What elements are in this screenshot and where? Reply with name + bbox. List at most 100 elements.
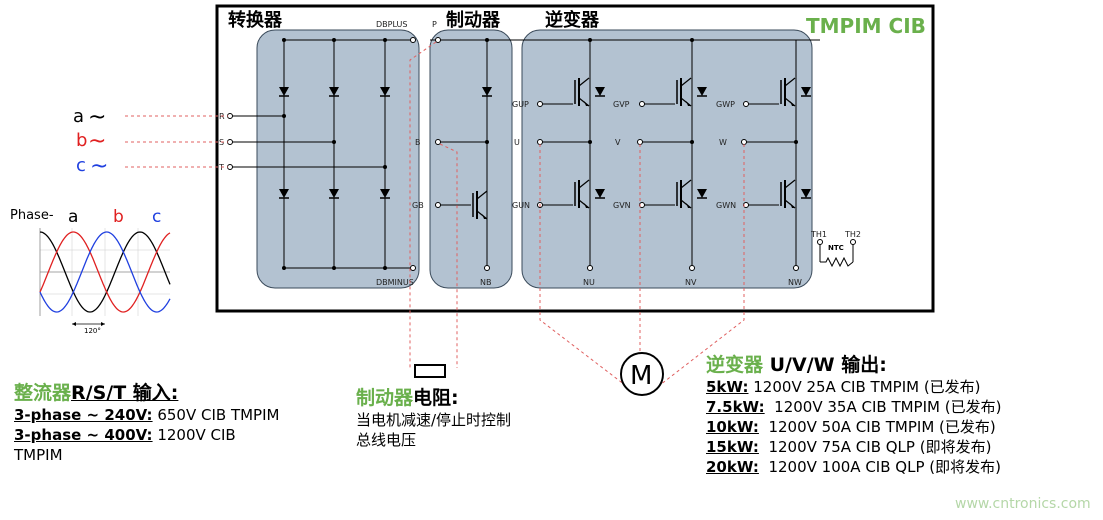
- pin-label-dbminus: DBMINUS: [376, 278, 414, 287]
- phase-plot-label: Phase-: [10, 208, 54, 223]
- pin-label-nb: NB: [480, 278, 491, 287]
- inverter-line-20kw-value: 1200V 100A CIB QLP (即将发布): [758, 458, 1001, 476]
- phase-plot-c: c: [152, 207, 161, 227]
- inverter-info-title-rest: U/V/W 输出:: [763, 354, 887, 376]
- pin-label-nu: NU: [583, 278, 595, 287]
- module-frame: [215, 4, 935, 313]
- terminal-s: [227, 139, 233, 145]
- rectifier-info-title-rest: R/S/T 输入:: [71, 382, 179, 404]
- terminal-dbminus: [410, 265, 416, 271]
- input-tilde-c: ~: [90, 154, 108, 179]
- input-phase-a: a: [73, 106, 84, 127]
- terminal-r: [227, 113, 233, 119]
- inverter-line-20kw: 20kW: 1200V 100A CIB QLP (即将发布): [706, 457, 1001, 477]
- rectifier-line-400-value: 1200V CIB: [152, 426, 236, 444]
- motor-symbol: [620, 352, 664, 396]
- inverter-box: [521, 29, 813, 289]
- inverter-line-7-5kw: 7.5kW: 1200V 35A CIB TMPIM (已发布): [706, 397, 1001, 417]
- phase-plot-a: a: [68, 207, 78, 227]
- pin-label-p: P: [432, 20, 437, 29]
- inverter-line-5kw-value: 1200V 25A CIB TMPIM (已发布): [748, 378, 981, 396]
- inverter-line-5kw: 5kW: 1200V 25A CIB TMPIM (已发布): [706, 377, 1001, 397]
- brake-info: 制动器电阻: 当电机减速/停止时控制 总线电压: [356, 383, 511, 450]
- brake-line-1: 当电机减速/停止时控制: [356, 411, 512, 429]
- pin-label-gun: GUN: [512, 201, 530, 210]
- terminal-b: [435, 139, 441, 145]
- phase-angle-label: 120°: [84, 327, 101, 335]
- brake-box: [429, 29, 513, 289]
- terminal-nb: [484, 265, 490, 271]
- rectifier-line-wrap: TMPIM: [14, 446, 63, 464]
- pin-label-gb: GB: [412, 201, 424, 210]
- inverter-line-15kw: 15kW: 1200V 75A CIB QLP (即将发布): [706, 437, 1001, 457]
- inverter-line-7-5kw-key: 7.5kW:: [706, 398, 765, 416]
- pin-label-gvn: GVN: [613, 201, 631, 210]
- pin-label-gvp: GVP: [613, 100, 630, 109]
- pin-label-gwn: GWN: [716, 201, 736, 210]
- rectifier-info: 整流器R/S/T 输入: 3-phase ~ 240V: 650V CIB TM…: [14, 378, 279, 465]
- inverter-line-10kw: 10kW: 1200V 50A CIB TMPIM (已发布): [706, 417, 1001, 437]
- pin-label-v: V: [615, 138, 621, 147]
- brake-header: 制动器: [446, 10, 501, 31]
- pin-label-dbplus: DBPLUS: [376, 20, 407, 29]
- terminal-dbplus: [410, 37, 416, 43]
- terminal-gb: [435, 202, 441, 208]
- pin-label-u: U: [514, 138, 520, 147]
- brake-circuit: [430, 39, 820, 268]
- dashed-connectors: [125, 41, 745, 386]
- input-tilde-b: ~: [88, 129, 106, 154]
- pin-label-th1: TH1: [810, 230, 827, 239]
- inverter-line-15kw-value: 1200V 75A CIB QLP (即将发布): [758, 438, 992, 456]
- brake-info-title: 制动器电阻:: [356, 383, 511, 410]
- pin-label-gwp: GWP: [716, 100, 735, 109]
- pin-label-nv: NV: [685, 278, 697, 287]
- terminal-v: [637, 139, 643, 145]
- inverter-info-title: 逆变器 U/V/W 输出:: [706, 350, 1001, 377]
- brake-line-2: 总线电压: [356, 431, 417, 449]
- rectifier-header: 转换器: [228, 9, 283, 31]
- rectifier-info-title-green: 整流器: [14, 382, 72, 404]
- ntc-thermistor: [817, 239, 856, 268]
- rectifier-line-400: 3-phase ~ 400V: 1200V CIB: [14, 425, 279, 445]
- rectifier-box: [256, 29, 420, 289]
- terminal-nv: [689, 265, 695, 271]
- brake-info-title-green: 制动器: [356, 387, 414, 409]
- terminal-nw: [793, 265, 799, 271]
- rectifier-info-title: 整流器R/S/T 输入:: [14, 378, 279, 405]
- inverter-line-10kw-value: 1200V 50A CIB TMPIM (已发布): [758, 418, 996, 436]
- phase-plot: [39, 228, 171, 326]
- rectifier-line-240-key: 3-phase ~ 240V:: [14, 406, 153, 424]
- inverter-info: 逆变器 U/V/W 输出: 5kW: 1200V 25A CIB TMPIM (…: [706, 350, 1001, 477]
- terminal-t: [227, 164, 233, 170]
- inverter-line-20kw-key: 20kW:: [706, 458, 759, 476]
- phase-plot-b: b: [113, 207, 124, 227]
- inverter-line-7-5kw-value: 1200V 35A CIB TMPIM (已发布): [764, 398, 1002, 416]
- terminal-nu: [587, 265, 593, 271]
- terminal-w: [741, 139, 747, 145]
- watermark: www.cntronics.com: [955, 496, 1091, 512]
- module-name: TMPIM CIB: [806, 14, 926, 38]
- terminal-u: [537, 139, 543, 145]
- inverter-info-title-green: 逆变器: [706, 354, 764, 376]
- pin-label-gup: GUP: [512, 100, 529, 109]
- inverter-header: 逆变器: [545, 9, 600, 31]
- brake-resistor: [414, 364, 446, 378]
- rectifier-line-240-value: 650V CIB TMPIM: [152, 406, 280, 424]
- ntc-label: NTC: [828, 244, 844, 252]
- inverter-line-5kw-key: 5kW:: [706, 378, 749, 396]
- input-phase-b: b: [76, 130, 87, 151]
- terminal-gup: [537, 101, 543, 107]
- terminal-p: [435, 37, 441, 43]
- inverter-line-15kw-key: 15kW:: [706, 438, 759, 456]
- pin-label-b: B: [415, 138, 421, 147]
- phase-wave-b: [39, 231, 171, 313]
- motor-label: M: [630, 361, 652, 391]
- terminal-gvp: [639, 101, 645, 107]
- inverter-line-10kw-key: 10kW:: [706, 418, 759, 436]
- brake-info-title-rest: 电阻:: [413, 387, 459, 409]
- pin-label-w: W: [719, 138, 727, 147]
- pin-label-nw: NW: [788, 278, 802, 287]
- input-tilde-a: ~: [88, 105, 106, 130]
- rectifier-line-240: 3-phase ~ 240V: 650V CIB TMPIM: [14, 405, 279, 425]
